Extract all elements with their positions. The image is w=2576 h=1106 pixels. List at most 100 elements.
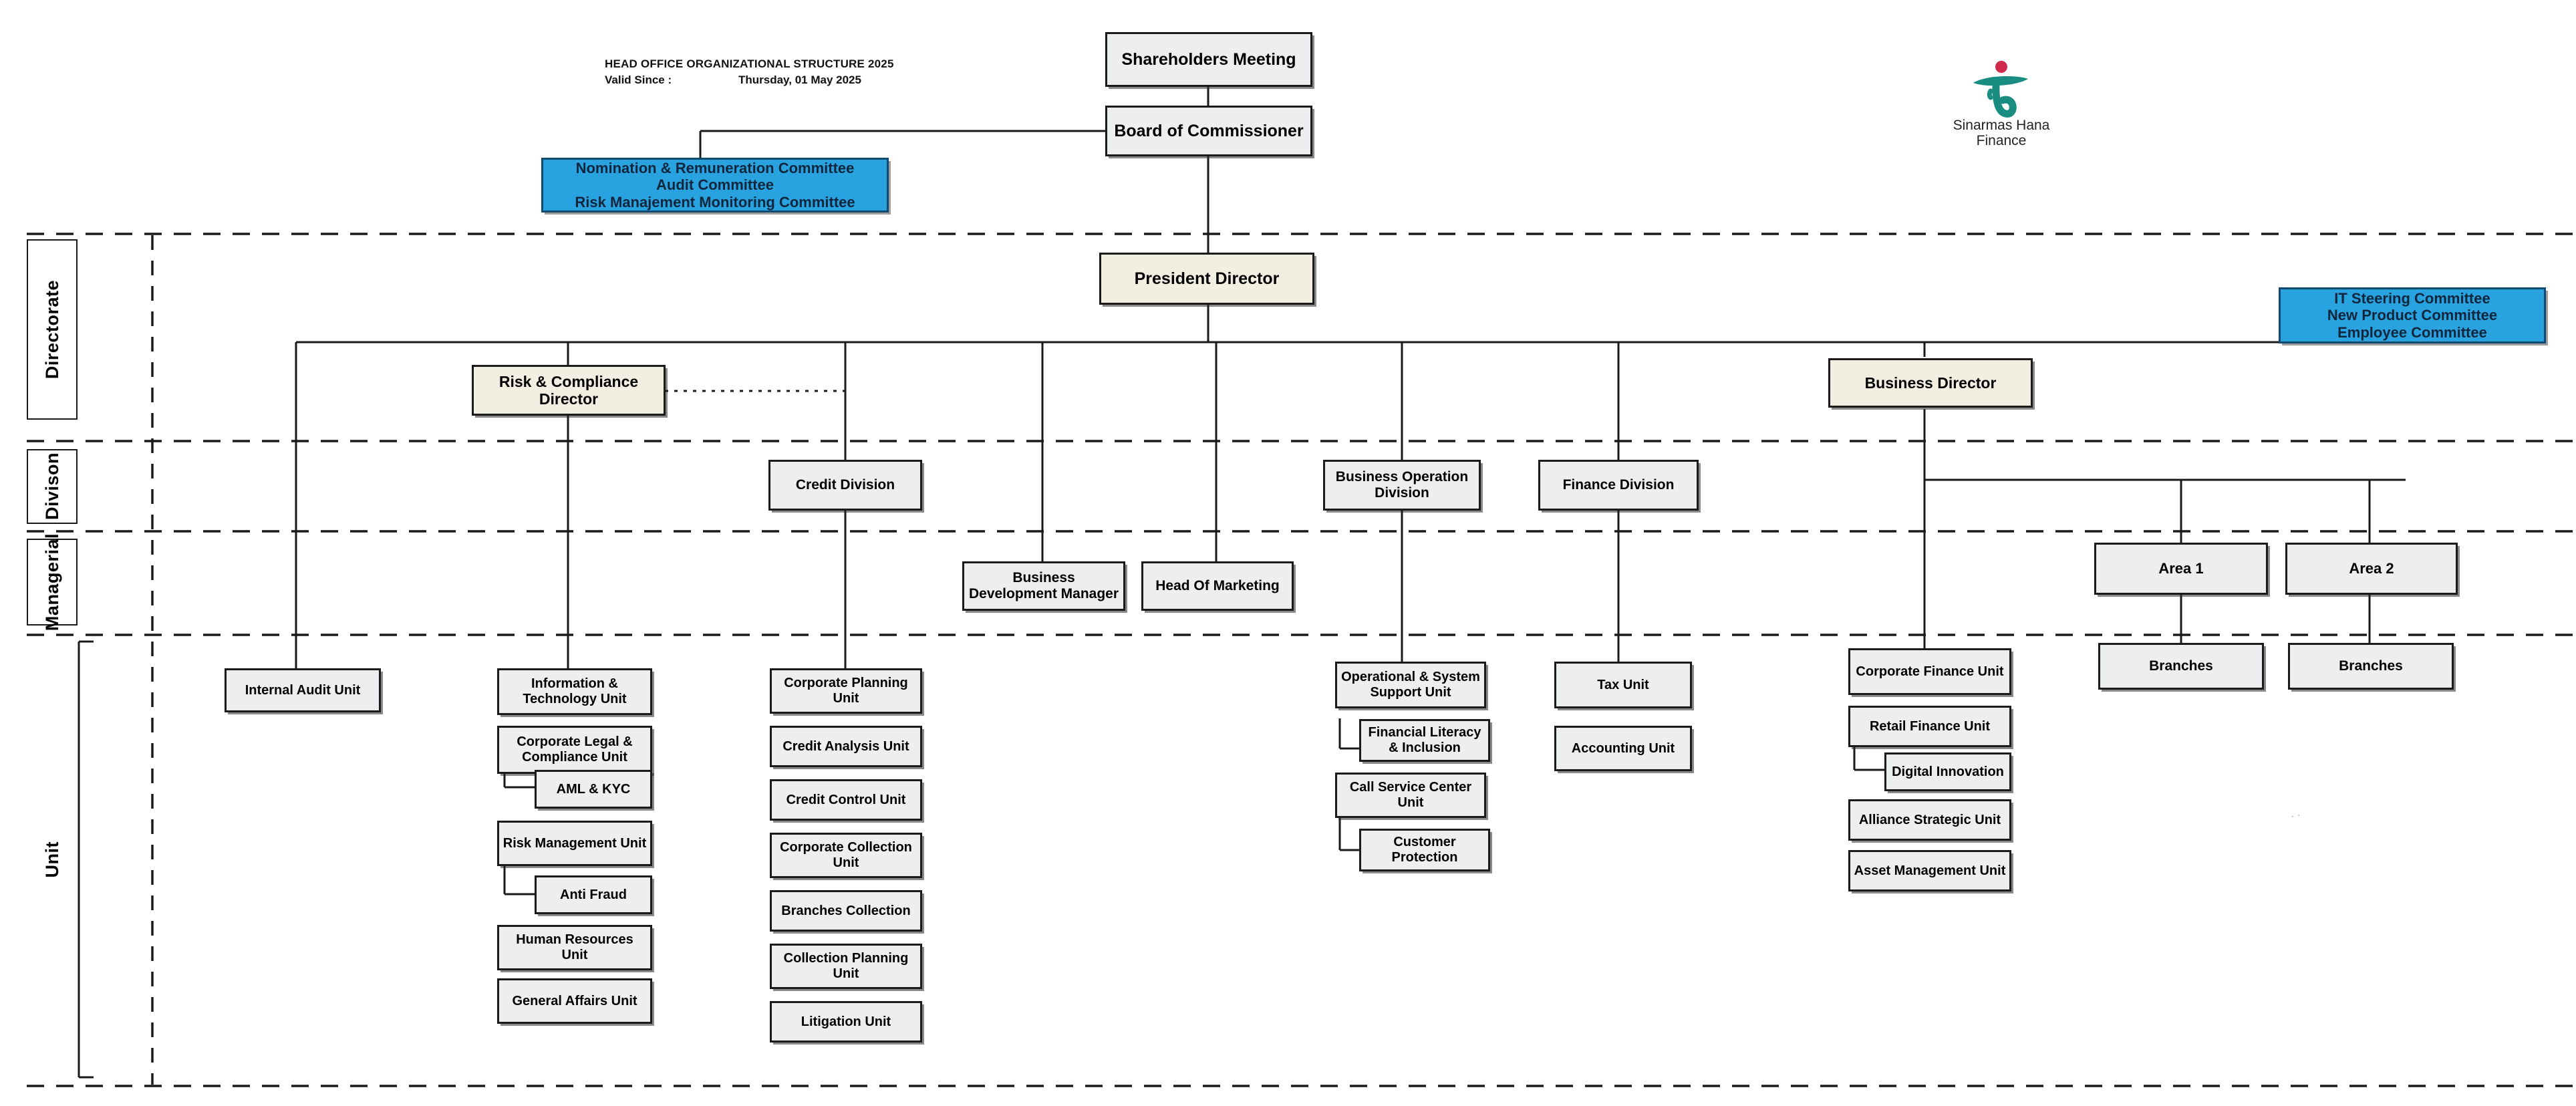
head-of-marketing-box[interactable]: Head Of Marketing — [1141, 561, 1294, 611]
credit-division-box[interactable]: Credit Division — [768, 460, 922, 511]
business-director-box[interactable]: Business Director — [1828, 358, 2033, 408]
unit-human-resources-label: Human Resources Unit — [516, 932, 633, 962]
unit-corporate-planning-label: Corporate Planning Unit — [784, 676, 908, 706]
unit-branches-collection[interactable]: Branches Collection — [770, 890, 922, 932]
unit-collection-planning[interactable]: Collection Planning Unit — [770, 944, 922, 989]
unit-collection-planning-label: Collection Planning Unit — [783, 951, 909, 981]
branches-area-1-label: Branches — [2149, 658, 2213, 674]
unit-risk-management-label: Risk Management Unit — [503, 835, 647, 851]
unit-corporate-planning[interactable]: Corporate Planning Unit — [770, 668, 922, 714]
unit-operational-system-support[interactable]: Operational & System Support Unit — [1335, 662, 1486, 708]
unit-retail-finance-label: Retail Finance Unit — [1869, 718, 1991, 734]
logo-text-line2: Finance — [1976, 133, 2027, 149]
unit-digital-innovation-label: Digital Innovation — [1892, 764, 2004, 779]
band-label-divison: Divison — [27, 449, 78, 524]
logo-figure-icon — [1973, 61, 2028, 118]
board-of-commissioner-label: Board of Commissioner — [1114, 121, 1304, 140]
unit-litigation[interactable]: Litigation Unit — [770, 1001, 922, 1043]
unit-credit-analysis[interactable]: Credit Analysis Unit — [770, 726, 922, 767]
unit-corporate-legal-compliance[interactable]: Corporate Legal & Compliance Unit — [497, 726, 652, 774]
committee-nomination-remuneration: Nomination & Remuneration Committee — [575, 160, 855, 177]
unit-tax[interactable]: Tax Unit — [1554, 662, 1692, 708]
president-director-label: President Director — [1134, 269, 1280, 288]
unit-anti-fraud[interactable]: Anti Fraud — [535, 875, 652, 914]
unit-general-affairs-label: General Affairs Unit — [512, 993, 637, 1008]
logo-mark — [1924, 53, 2078, 118]
shareholders-meeting-box[interactable]: Shareholders Meeting — [1105, 32, 1312, 87]
branches-area-1-box[interactable]: Branches — [2098, 643, 2264, 690]
board-of-commissioner-box[interactable]: Board of Commissioner — [1105, 106, 1312, 156]
unit-aml-kyc[interactable]: AML & KYC — [535, 770, 652, 809]
shareholders-meeting-label: Shareholders Meeting — [1121, 49, 1296, 69]
unit-retail-finance[interactable]: Retail Finance Unit — [1848, 706, 2011, 747]
unit-anti-fraud-label: Anti Fraud — [560, 887, 627, 902]
unit-information-technology-label: Information & Technology Unit — [523, 676, 627, 706]
business-development-manager-box[interactable]: Business Development Manager — [962, 561, 1125, 611]
internal-audit-unit-box[interactable]: Internal Audit Unit — [225, 668, 381, 712]
finance-division-box[interactable]: Finance Division — [1538, 460, 1699, 511]
business-director-label: Business Director — [1864, 374, 1997, 392]
credit-division-label: Credit Division — [795, 476, 895, 493]
business-development-manager-label: Business Development Manager — [968, 569, 1119, 601]
unit-asset-management[interactable]: Asset Management Unit — [1848, 850, 2011, 891]
business-operation-division-box[interactable]: Business Operation Division — [1323, 460, 1481, 511]
unit-asset-management-label: Asset Management Unit — [1854, 863, 2006, 878]
unit-credit-control-label: Credit Control Unit — [786, 792, 906, 807]
unit-financial-literacy-inclusion[interactable]: Financial Literacy & Inclusion — [1359, 719, 1490, 762]
unit-corporate-finance[interactable]: Corporate Finance Unit — [1848, 648, 2011, 695]
risk-compliance-director-box[interactable]: Risk & Compliance Director — [472, 365, 666, 416]
valid-since-label: Valid Since : — [605, 74, 672, 86]
area-1-box[interactable]: Area 1 — [2094, 543, 2268, 595]
scan-artifact: · · — [2289, 809, 2302, 823]
unit-human-resources[interactable]: Human Resources Unit — [497, 925, 652, 970]
branches-area-2-label: Branches — [2339, 658, 2403, 674]
unit-tax-label: Tax Unit — [1597, 677, 1649, 692]
band-label-directorate-text: Directorate — [41, 279, 62, 380]
band-label-unit: Unit — [27, 642, 78, 1077]
committee-it-steering: IT Steering Committee — [2334, 290, 2490, 307]
unit-credit-analysis-label: Credit Analysis Unit — [782, 738, 909, 754]
unit-accounting[interactable]: Accounting Unit — [1554, 726, 1692, 771]
unit-financial-literacy-inclusion-label: Financial Literacy & Inclusion — [1368, 725, 1481, 755]
area-2-label: Area 2 — [2349, 560, 2394, 577]
unit-credit-control[interactable]: Credit Control Unit — [770, 779, 922, 821]
unit-litigation-label: Litigation Unit — [801, 1014, 891, 1029]
unit-call-service-center-label: Call Service Center Unit — [1349, 780, 1472, 810]
head-of-marketing-label: Head Of Marketing — [1155, 577, 1280, 593]
unit-customer-protection[interactable]: Customer Protection — [1359, 829, 1490, 871]
unit-general-affairs[interactable]: General Affairs Unit — [497, 978, 652, 1024]
unit-alliance-strategic[interactable]: Alliance Strategic Unit — [1848, 799, 2011, 841]
area-2-box[interactable]: Area 2 — [2285, 543, 2458, 595]
valid-since-value: Thursday, 01 May 2025 — [738, 74, 861, 86]
committee-employee: Employee Committee — [2337, 323, 2487, 341]
unit-risk-management[interactable]: Risk Management Unit — [497, 821, 652, 866]
unit-corporate-legal-compliance-label: Corporate Legal & Compliance Unit — [517, 734, 633, 765]
band-label-directorate: Directorate — [27, 239, 78, 420]
unit-corporate-collection[interactable]: Corporate Collection Unit — [770, 833, 922, 878]
committee-audit: Audit Committee — [656, 176, 774, 194]
finance-division-label: Finance Division — [1562, 476, 1675, 493]
unit-accounting-label: Accounting Unit — [1571, 740, 1675, 756]
valid-since: Valid Since : Thursday, 01 May 2025 — [605, 74, 861, 87]
director-committees-box[interactable]: IT Steering Committee New Product Commit… — [2279, 287, 2546, 343]
logo-text-line1: Sinarmas Hana — [1953, 118, 2050, 133]
band-label-divison-text: Divison — [41, 452, 62, 521]
committee-new-product: New Product Committee — [2327, 307, 2498, 324]
unit-branches-collection-label: Branches Collection — [781, 903, 911, 918]
unit-corporate-collection-label: Corporate Collection Unit — [780, 840, 912, 870]
commissioner-committees-box[interactable]: Nomination & Remuneration Committee Audi… — [541, 158, 889, 213]
company-logo: Sinarmas Hana Finance — [1924, 53, 2078, 154]
unit-information-technology[interactable]: Information & Technology Unit — [497, 668, 652, 715]
risk-compliance-director-label: Risk & Compliance Director — [498, 372, 639, 408]
unit-corporate-finance-label: Corporate Finance Unit — [1856, 664, 2004, 679]
unit-call-service-center[interactable]: Call Service Center Unit — [1335, 773, 1486, 818]
band-label-unit-text: Unit — [41, 841, 62, 878]
area-1-label: Area 1 — [2158, 560, 2204, 577]
branches-area-2-box[interactable]: Branches — [2288, 643, 2454, 690]
internal-audit-unit-label: Internal Audit Unit — [245, 682, 361, 698]
unit-aml-kyc-label: AML & KYC — [556, 781, 631, 797]
band-label-managerial: Managerial — [27, 533, 78, 631]
president-director-box[interactable]: President Director — [1099, 253, 1314, 305]
unit-digital-innovation[interactable]: Digital Innovation — [1884, 752, 2011, 791]
